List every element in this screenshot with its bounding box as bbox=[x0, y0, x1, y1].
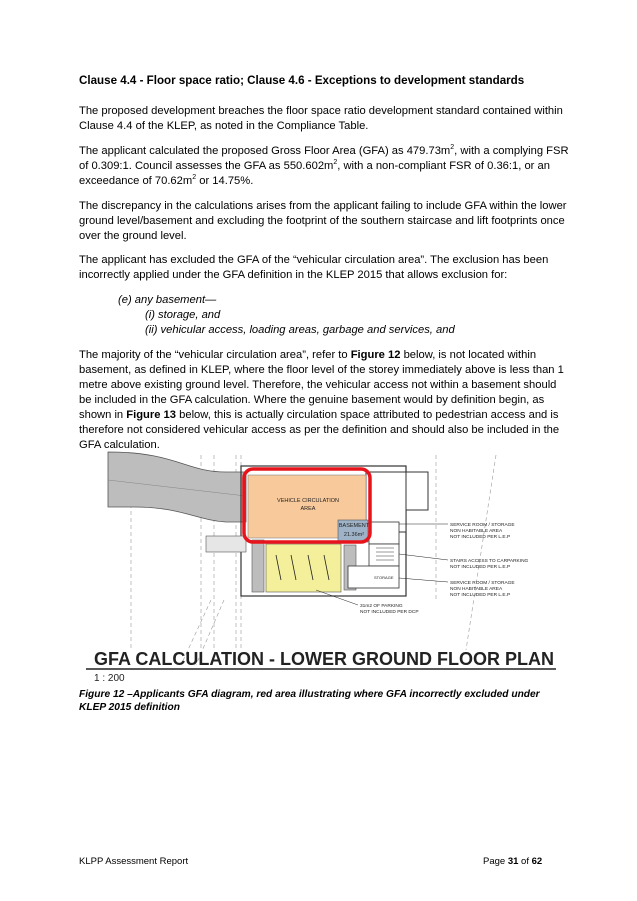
plan-title: GFA CALCULATION - LOWER GROUND FLOOR PLA… bbox=[94, 649, 554, 669]
note-parking: 31m2 OF PARKING bbox=[360, 603, 403, 609]
plan-scale: 1 : 200 bbox=[94, 673, 125, 684]
paragraph-fsr-breach: The proposed development breaches the fl… bbox=[79, 105, 563, 132]
note-service-room-2: SERVICE ROOM / STORAGE bbox=[450, 580, 515, 586]
vca-label-line2: AREA bbox=[301, 506, 316, 512]
figure-13-reference: Figure 13 bbox=[126, 409, 177, 421]
svg-text:NOT INCLUDED PER L.E.P: NOT INCLUDED PER L.E.P bbox=[450, 564, 510, 570]
paragraph-majority: The majority of the “vehicular circulati… bbox=[79, 349, 564, 451]
svg-text:NOT INCLUDED PER DCP: NOT INCLUDED PER DCP bbox=[360, 609, 419, 615]
paragraph-discrepancy: The discrepancy in the calculations aris… bbox=[79, 200, 567, 242]
svg-text:NON HABITABLE AREA: NON HABITABLE AREA bbox=[450, 586, 503, 592]
section-heading: Clause 4.4 - Floor space ratio; Clause 4… bbox=[79, 74, 525, 87]
basement-label: BASEMENT bbox=[339, 523, 370, 529]
figure-12-reference: Figure 12 bbox=[350, 349, 401, 361]
svg-text:NOT INCLUDED PER L.E.P: NOT INCLUDED PER L.E.P bbox=[450, 592, 510, 598]
figure-caption: Figure 12 –Applicants GFA diagram, red a… bbox=[79, 689, 540, 713]
list-item-e: (e) any basement— bbox=[118, 294, 217, 306]
note-service-room-1: SERVICE ROOM / STORAGE bbox=[450, 522, 515, 528]
storage-label: STORAGE bbox=[374, 575, 394, 580]
gfa-floor-plan-figure: VEHICLE CIRCULATION AREA BASEMENT 21.36m… bbox=[86, 450, 556, 686]
paragraph-gfa-figures: The applicant calculated the proposed Gr… bbox=[79, 144, 569, 187]
vca-label-line1: VEHICLE CIRCULATION bbox=[277, 498, 339, 504]
note-stairs-access: STAIRS ACCESS TO CARPARKING bbox=[450, 558, 529, 564]
list-item-ii: (ii) vehicular access, loading areas, ga… bbox=[145, 324, 455, 336]
footer-report-name: KLPP Assessment Report bbox=[79, 856, 189, 867]
paragraph-exclusion: The applicant has excluded the GFA of th… bbox=[79, 254, 549, 281]
list-item-i: (i) storage, and bbox=[145, 309, 221, 321]
svg-text:NON HABITABLE AREA: NON HABITABLE AREA bbox=[450, 528, 503, 534]
svg-text:NOT INCLUDED PER L.E.P: NOT INCLUDED PER L.E.P bbox=[450, 534, 510, 540]
footer-page-number: Page 31 of 62 bbox=[483, 856, 543, 867]
basement-area: 21.36m² bbox=[344, 532, 364, 538]
